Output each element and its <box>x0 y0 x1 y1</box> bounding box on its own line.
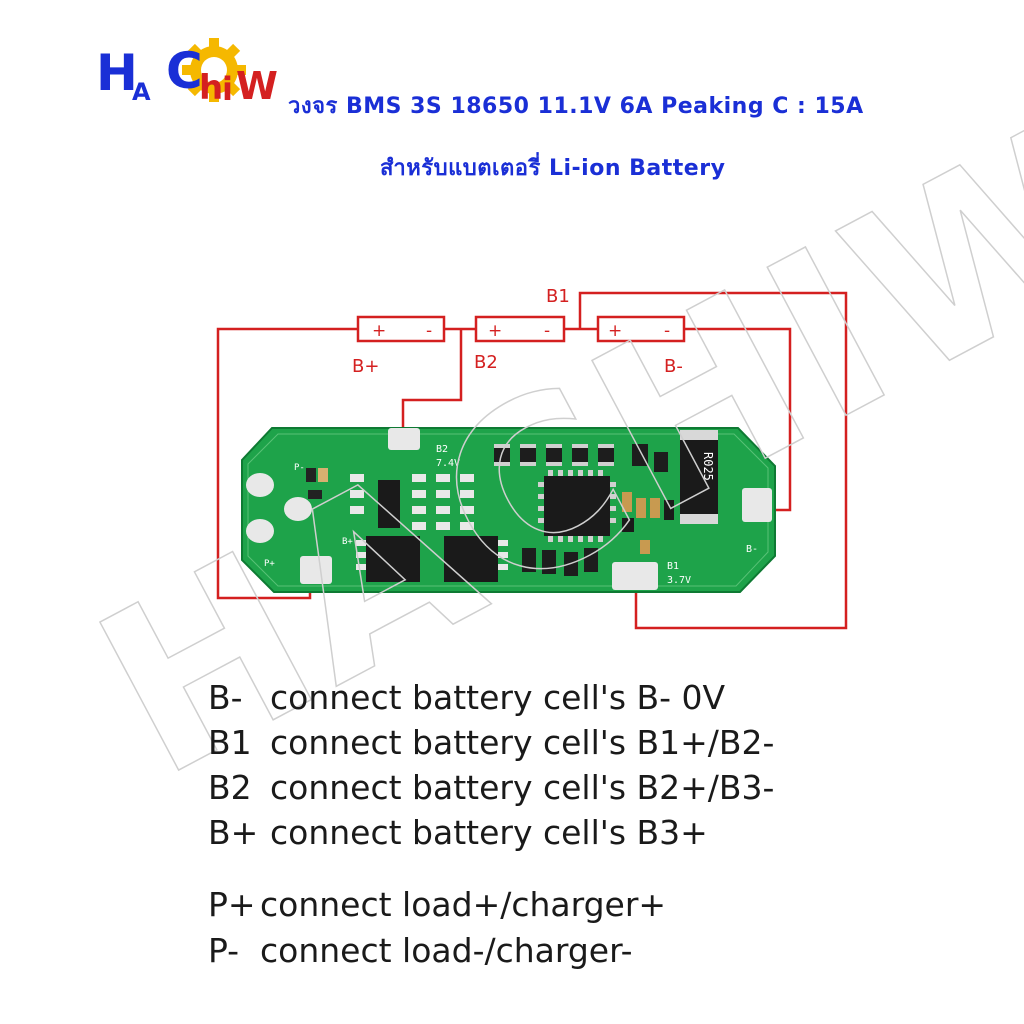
shunt-resistor <box>680 436 718 518</box>
logo-letter-c: C <box>166 42 203 100</box>
pad-oval <box>284 497 312 521</box>
silk-b1-volt: 3.7V <box>667 575 691 586</box>
legend-key: B+ <box>208 813 259 852</box>
gear-icon <box>182 38 246 102</box>
legend-key: B1 <box>208 723 252 762</box>
cell-minus-sign: - <box>664 321 670 341</box>
resistor-marking: R025 <box>701 452 715 481</box>
load-legend: P+connect load+/charger+ P-connect load-… <box>208 882 666 974</box>
legend-key: P- <box>208 931 240 970</box>
bms-ic <box>544 476 610 536</box>
legend-row: B-connect battery cell's B- 0V <box>208 675 774 720</box>
battery-cell-1: + - <box>356 315 446 343</box>
wire-b1 <box>578 291 848 630</box>
page-subtitle: สำหรับแบตเตอรี่ Li-ion Battery <box>380 156 726 181</box>
legend-key: P+ <box>208 885 256 924</box>
label-b2: B2 <box>474 352 498 373</box>
legend-text: connect load-/charger- <box>260 931 633 970</box>
pad-b1 <box>612 562 658 590</box>
logo-letter-h-small: h <box>199 68 224 108</box>
mosfet-chip <box>366 536 420 582</box>
silk-b-minus: B- <box>746 544 758 555</box>
silk-b1: B1 <box>667 561 679 572</box>
page-title: วงจร BMS 3S 18650 11.1V 6A Peaking C : 1… <box>288 94 864 119</box>
cell-plus-sign: + <box>608 321 622 341</box>
cell-plus-sign: + <box>488 321 502 341</box>
cell-minus-sign: - <box>426 321 432 341</box>
legend-key: B2 <box>208 768 252 807</box>
legend-row: B2 connect battery cell's B2+/B3- <box>208 765 774 810</box>
wire-b-minus <box>684 327 792 512</box>
battery-cell-3: + - <box>596 315 686 343</box>
legend-row: P+connect load+/charger+ <box>208 882 666 928</box>
legend-text: connect load+/charger+ <box>260 885 667 924</box>
bms-board: P- P+ B+ B- B2 7.4V B1 3.7V <box>241 427 776 593</box>
legend-text: connect battery cell's B1+/B2- <box>270 723 775 762</box>
pin-legend: B-connect battery cell's B- 0V B1 connect… <box>208 675 774 855</box>
wiring-diagram: + - + - + - B+ B2 B1 B- P- P+ B+ B- <box>216 286 848 630</box>
pad-b-minus <box>742 488 772 522</box>
silk-p-plus: P+ <box>264 559 275 569</box>
legend-text: connect battery cell's B- 0V <box>270 678 726 717</box>
pad-oval <box>246 519 274 543</box>
mosfet-chip <box>444 536 498 582</box>
wire-b2 <box>401 329 463 430</box>
label-b-plus: B+ <box>352 356 379 377</box>
battery-cell-2: + - <box>474 315 566 343</box>
pad-p-plus <box>300 556 332 584</box>
legend-key: B- <box>208 678 243 717</box>
cell-plus-sign: + <box>372 321 386 341</box>
legend-row: B1 connect battery cell's B1+/B2- <box>208 720 774 765</box>
legend-text: connect battery cell's B3+ <box>270 813 708 852</box>
brand-logo: H A C h i W <box>94 36 284 116</box>
logo-letter-h: H <box>96 44 138 102</box>
legend-row: P-connect load-/charger- <box>208 928 666 974</box>
logo-letter-a: A <box>132 78 151 106</box>
legend-text: connect battery cell's B2+/B3- <box>270 768 775 807</box>
pad-oval <box>246 473 274 497</box>
silk-b2: B2 <box>436 444 448 455</box>
logo-letter-w: W <box>236 64 278 108</box>
silk-p-minus: P- <box>294 463 305 473</box>
silk-b-plus: B+ <box>342 537 353 547</box>
label-b1: B1 <box>546 286 570 307</box>
cell-minus-sign: - <box>544 321 550 341</box>
logo-letter-i: i <box>222 70 233 108</box>
label-b-minus: B- <box>664 356 683 377</box>
legend-row: B+ connect battery cell's B3+ <box>208 810 774 855</box>
silk-b2-volt: 7.4V <box>436 458 460 469</box>
pad-b2 <box>388 428 420 450</box>
